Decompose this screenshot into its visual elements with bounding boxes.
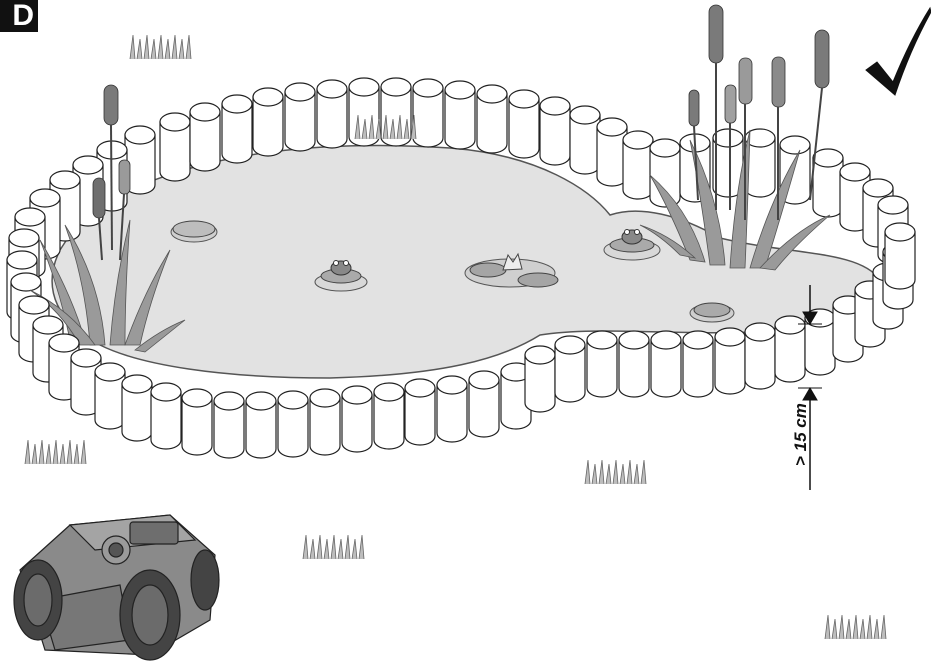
edge-log [445, 81, 475, 149]
edge-log [623, 131, 653, 199]
edge-log [122, 375, 152, 441]
edge-log [95, 363, 125, 429]
grass-tuft-icon [585, 460, 646, 484]
edge-log [317, 80, 347, 148]
edge-log [745, 323, 775, 389]
edge-log [587, 331, 617, 397]
edge-log [477, 85, 507, 153]
edge-log [555, 336, 585, 402]
grass-tuft-icon [130, 35, 191, 59]
edge-log [775, 316, 805, 382]
edge-log [374, 383, 404, 449]
edge-log [278, 391, 308, 457]
robot-mower-icon [14, 515, 219, 660]
grass-tuft-icon [825, 615, 886, 639]
edge-log [437, 376, 467, 442]
lily-pad-left [171, 221, 217, 242]
edge-log [570, 106, 600, 174]
edge-log [619, 331, 649, 397]
edge-log [813, 149, 843, 217]
edge-log [683, 331, 713, 397]
edge-log [405, 379, 435, 445]
measurement-label: > 15 cm [789, 418, 813, 466]
edge-log [285, 83, 315, 151]
lily-pad-right [690, 303, 734, 322]
edge-log [190, 103, 220, 171]
edge-log [214, 392, 244, 458]
edge-log [151, 383, 181, 449]
edge-log [509, 90, 539, 158]
checkmark-icon [866, 8, 931, 95]
edge-log [525, 346, 555, 412]
edge-log [651, 331, 681, 397]
edge-log [246, 392, 276, 458]
edge-log [469, 371, 499, 437]
edge-log [160, 113, 190, 181]
edge-log [540, 97, 570, 165]
edge-log [222, 95, 252, 163]
edge-log [715, 328, 745, 394]
grass-tuft-icon [25, 440, 86, 464]
edge-log [342, 386, 372, 452]
edge-log [885, 223, 915, 289]
edge-log [310, 389, 340, 455]
grass-tuft-icon [303, 535, 364, 559]
edge-log [413, 79, 443, 147]
edge-log [253, 88, 283, 156]
edge-log [182, 389, 212, 455]
